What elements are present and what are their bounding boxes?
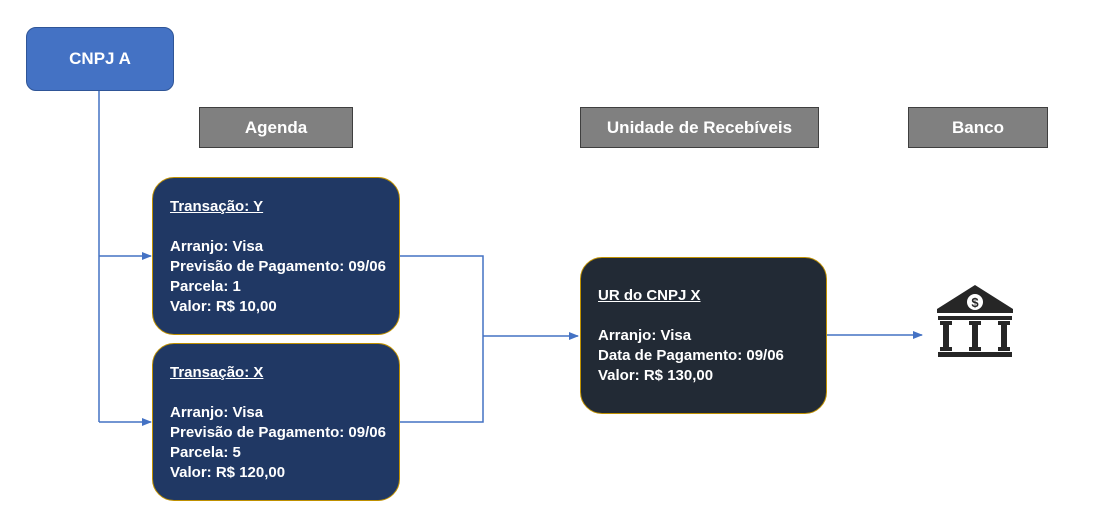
bank-icon: $	[937, 285, 1013, 357]
transaction-parcela: Parcela: 5	[170, 444, 241, 461]
ur-arranjo: Arranjo: Visa	[598, 327, 692, 344]
transaction-valor: Valor: R$ 10,00	[170, 298, 277, 315]
transaction-card-x: Transação: X Arranjo: Visa Previsão de P…	[152, 343, 400, 501]
transaction-parcela: Parcela: 1	[170, 278, 241, 295]
header-ur-label: Unidade de Recebíveis	[606, 117, 793, 137]
transaction-arranjo: Arranjo: Visa	[170, 238, 264, 255]
transaction-arranjo: Arranjo: Visa	[170, 404, 264, 421]
header-agenda-label: Agenda	[244, 117, 308, 137]
ur-valor: Valor: R$ 130,00	[598, 367, 714, 384]
transactions-merge-line	[400, 255, 484, 423]
header-agenda: Agenda	[199, 107, 353, 148]
transaction-card-y: Transação: Y Arranjo: Visa Previsão de P…	[152, 177, 400, 335]
transaction-valor: Valor: R$ 120,00	[170, 464, 286, 481]
cnpj-a-label: CNPJ A	[69, 49, 131, 68]
header-banco-label: Banco	[952, 117, 1004, 137]
header-unidade-de-recebiveis: Unidade de Recebíveis	[580, 107, 819, 148]
transaction-previsao: Previsão de Pagamento: 09/06	[170, 424, 386, 441]
ur-card: UR do CNPJ X Arranjo: Visa Data de Pagam…	[580, 257, 827, 414]
transaction-title: Transação: Y	[170, 198, 264, 215]
transaction-title: Transação: X	[170, 364, 264, 381]
cnpj-a-node: CNPJ A	[26, 27, 174, 91]
header-banco: Banco	[908, 107, 1048, 148]
bank-coin	[967, 294, 983, 310]
ur-title: UR do CNPJ X	[598, 287, 701, 304]
transaction-previsao: Previsão de Pagamento: 09/06	[170, 258, 386, 275]
ur-data-pagamento: Data de Pagamento: 09/06	[598, 347, 784, 364]
bank-dollar-symbol: $	[971, 295, 979, 310]
